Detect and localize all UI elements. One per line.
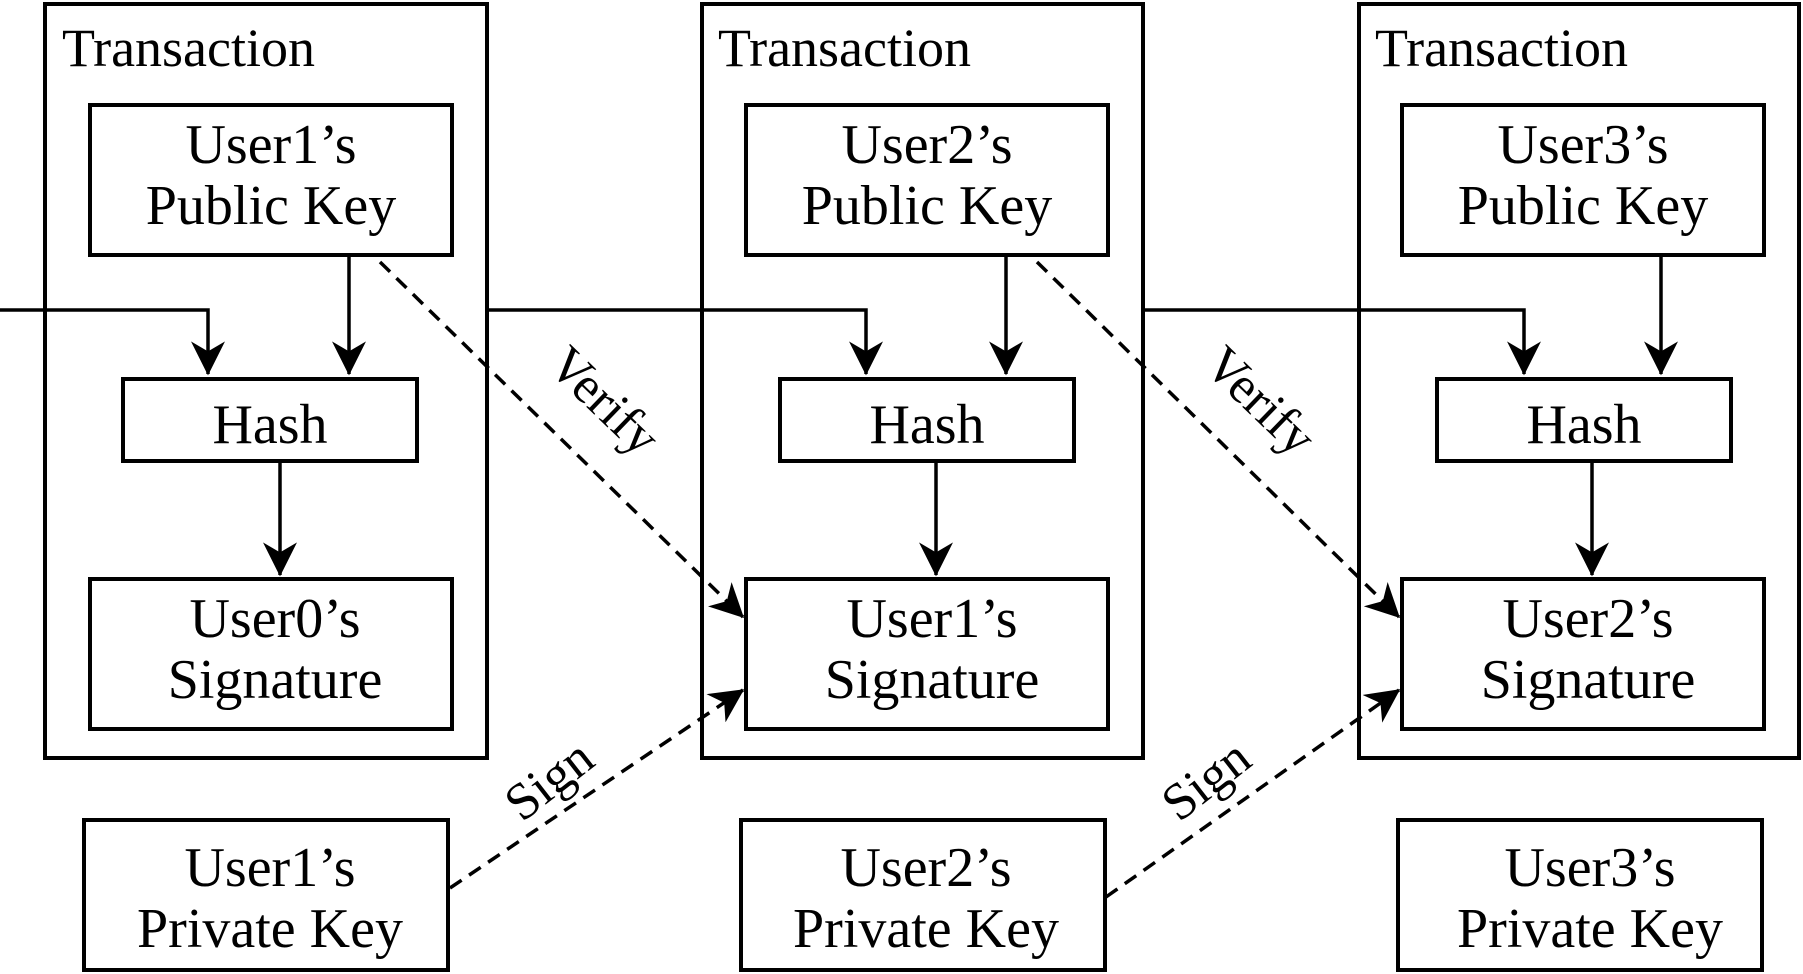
chain-arrow-incoming <box>0 308 225 376</box>
private-key-box: User3’s Private Key <box>1396 818 1764 972</box>
hash-label: Hash <box>212 394 327 456</box>
chain-arrow-from-transaction-2 <box>1143 308 1541 376</box>
verify-arrow <box>1035 260 1401 619</box>
verify-label: Verify <box>1194 336 1327 467</box>
sign-label: Sign <box>1151 729 1261 833</box>
private-key-owner: User2’s <box>840 837 1011 899</box>
signature-box: User1’s Signature <box>744 577 1110 731</box>
private-key-owner: User3’s <box>1504 837 1675 899</box>
signature-label: Signature <box>168 649 383 711</box>
public-key-box: User2’s Public Key <box>744 103 1110 257</box>
transaction-title: Transaction <box>1375 18 1628 78</box>
private-key-label: Private Key <box>137 898 403 960</box>
signature-box: User0’s Signature <box>88 577 454 731</box>
signature-box: User2’s Signature <box>1400 577 1766 731</box>
verify-label: Verify <box>538 336 671 467</box>
sign-arrow <box>449 688 745 890</box>
verify-arrow <box>378 260 745 619</box>
public-key-box: User1’s Public Key <box>88 103 454 257</box>
public-key-box: User3’s Public Key <box>1400 103 1766 257</box>
private-key-label: Private Key <box>1457 898 1723 960</box>
public-key-owner: User2’s <box>841 114 1012 176</box>
private-key-box: User1’s Private Key <box>82 818 450 972</box>
transaction-1: Transaction User1’s Public Key Hash User… <box>0 2 489 972</box>
public-key-label: Public Key <box>146 175 396 237</box>
private-key-box: User2’s Private Key <box>739 818 1107 972</box>
transaction-3: Transaction User3’s Public Key Hash User… <box>1143 2 1801 972</box>
public-key-owner: User1’s <box>185 114 356 176</box>
hash-label: Hash <box>869 394 984 456</box>
signature-label: Signature <box>825 649 1040 711</box>
public-key-label: Public Key <box>802 175 1052 237</box>
public-key-owner: User3’s <box>1497 114 1668 176</box>
signature-label: Signature <box>1481 649 1696 711</box>
transaction-title: Transaction <box>718 18 971 78</box>
signature-owner: User2’s <box>1502 588 1673 650</box>
signature-owner: User1’s <box>846 588 1017 650</box>
transaction-frame <box>700 2 1145 760</box>
public-key-label: Public Key <box>1458 175 1708 237</box>
transaction-frame <box>1357 2 1801 760</box>
transaction-frame <box>43 2 489 760</box>
signature-owner: User0’s <box>189 588 360 650</box>
private-key-label: Private Key <box>793 898 1059 960</box>
transaction-2: Transaction User2’s Public Key Hash User… <box>487 2 1145 972</box>
private-key-owner: User1’s <box>184 837 355 899</box>
hash-box: Hash <box>778 377 1076 463</box>
hash-label: Hash <box>1526 394 1641 456</box>
sign-arrow <box>1104 688 1401 899</box>
chain-arrow-from-transaction-1 <box>487 308 883 376</box>
transaction-title: Transaction <box>62 18 315 78</box>
sign-label: Sign <box>494 729 604 833</box>
hash-box: Hash <box>1435 377 1733 463</box>
hash-box: Hash <box>121 377 419 463</box>
link-1-to-2: Verify Sign <box>378 260 745 890</box>
